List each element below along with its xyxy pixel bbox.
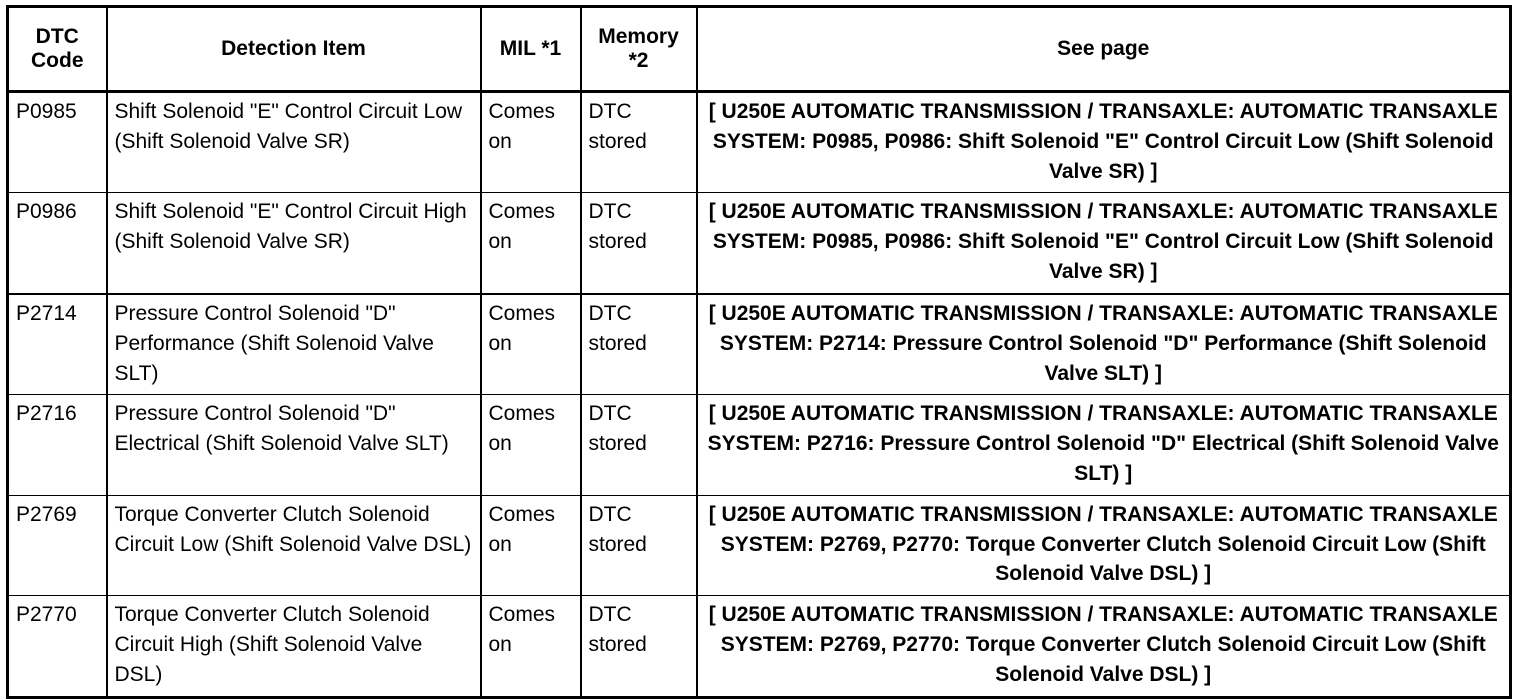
- cell-dtc-code: P0985: [6, 90, 108, 194]
- dtc-code-table: DTC Code Detection Item MIL *1 Memory *2…: [6, 5, 1512, 699]
- cell-mil: Comes on: [479, 192, 582, 295]
- cell-detection-item: Shift Solenoid "E" Control Circuit High …: [105, 192, 482, 295]
- table-row: P2769 Torque Converter Clutch Solenoid C…: [6, 494, 1512, 597]
- table-body: P0985 Shift Solenoid "E" Control Circuit…: [6, 90, 1512, 698]
- table-row: P2714 Pressure Control Solenoid "D" Perf…: [6, 292, 1512, 396]
- cell-mil: Comes on: [479, 292, 582, 396]
- table-row: P2770 Torque Converter Clutch Solenoid C…: [6, 595, 1512, 698]
- cell-memory: DTC stored: [579, 595, 698, 698]
- table-header-row: DTC Code Detection Item MIL *1 Memory *2…: [6, 6, 1512, 93]
- table-row: P0986 Shift Solenoid "E" Control Circuit…: [6, 192, 1512, 295]
- table-row: P2716 Pressure Control Solenoid "D" Elec…: [6, 394, 1512, 496]
- cell-memory: DTC stored: [579, 494, 698, 597]
- cell-mil: Comes on: [479, 494, 582, 597]
- cell-detection-item: Torque Converter Clutch Solenoid Circuit…: [105, 494, 482, 597]
- cell-memory: DTC stored: [579, 192, 698, 295]
- column-header-memory: Memory *2: [579, 6, 698, 93]
- cell-see-page: [ U250E AUTOMATIC TRANSMISSION / TRANSAX…: [695, 90, 1512, 194]
- cell-memory: DTC stored: [579, 394, 698, 496]
- cell-see-page: [ U250E AUTOMATIC TRANSMISSION / TRANSAX…: [695, 292, 1512, 396]
- cell-see-page: [ U250E AUTOMATIC TRANSMISSION / TRANSAX…: [695, 494, 1512, 597]
- cell-mil: Comes on: [479, 394, 582, 496]
- cell-memory: DTC stored: [579, 90, 698, 194]
- cell-detection-item: Pressure Control Solenoid "D" Electrical…: [105, 394, 482, 496]
- cell-dtc-code: P2769: [6, 494, 108, 597]
- cell-mil: Comes on: [479, 595, 582, 698]
- cell-dtc-code: P2716: [6, 394, 108, 496]
- column-header-memory-line1: Memory: [598, 24, 679, 48]
- cell-detection-item: Pressure Control Solenoid "D" Performanc…: [105, 292, 482, 396]
- column-header-dtc-code-line1: DTC: [35, 24, 79, 48]
- column-header-detection-item: Detection Item: [105, 6, 482, 93]
- cell-mil: Comes on: [479, 90, 582, 194]
- column-header-dtc-code: DTC Code: [6, 6, 108, 93]
- column-header-mil: MIL *1: [479, 6, 582, 93]
- cell-dtc-code: P2714: [6, 292, 108, 396]
- cell-detection-item: Shift Solenoid "E" Control Circuit Low (…: [105, 90, 482, 194]
- column-header-memory-line2: *2: [628, 49, 649, 72]
- column-header-dtc-code-line2: Code: [31, 49, 84, 72]
- cell-memory: DTC stored: [579, 292, 698, 396]
- table-row: P0985 Shift Solenoid "E" Control Circuit…: [6, 90, 1512, 194]
- cell-see-page: [ U250E AUTOMATIC TRANSMISSION / TRANSAX…: [695, 595, 1512, 698]
- cell-detection-item: Torque Converter Clutch Solenoid Circuit…: [105, 595, 482, 698]
- cell-dtc-code: P0986: [6, 192, 108, 295]
- table-header: DTC Code Detection Item MIL *1 Memory *2…: [6, 6, 1512, 93]
- cell-see-page: [ U250E AUTOMATIC TRANSMISSION / TRANSAX…: [695, 394, 1512, 496]
- cell-see-page: [ U250E AUTOMATIC TRANSMISSION / TRANSAX…: [695, 192, 1512, 295]
- column-header-see-page: See page: [695, 6, 1512, 93]
- cell-dtc-code: P2770: [6, 595, 108, 698]
